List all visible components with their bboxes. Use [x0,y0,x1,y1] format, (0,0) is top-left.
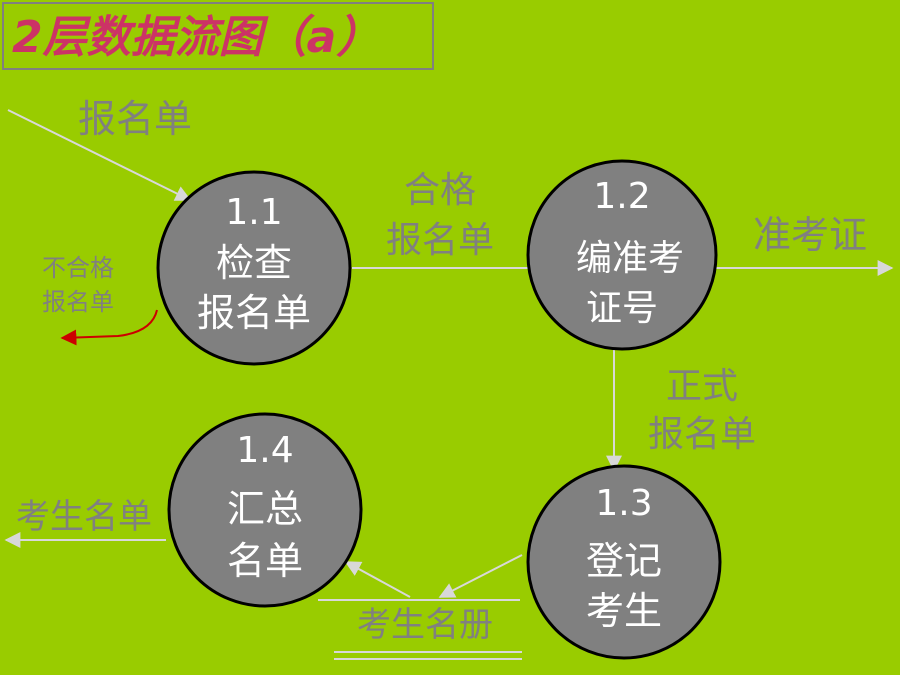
process-node-1-1: 1.1 检查 报名单 [156,170,352,366]
node-label-line: 检查 [216,241,292,285]
diagram-title: 2层数据流图（a） [12,12,381,63]
node-label-line: 考生 [586,589,662,633]
node-label-line: 证号 [586,288,658,329]
flow-reject-arrow [60,309,158,346]
node-number: 1.4 [236,430,293,471]
node-label-line: 登记 [586,539,662,583]
node-number: 1.3 [595,483,652,524]
node-label-line: 报名单 [197,291,311,335]
flow-label-ticket: 准考证 [753,213,867,257]
flow-input-line [7,109,192,201]
flow-label-input: 报名单 [78,97,192,141]
process-node-1-2: 1.2 编准考 证号 [526,159,718,351]
node-label-line: 汇总 [227,487,303,531]
node-number: 1.2 [593,176,650,217]
node-number: 1.1 [225,192,282,233]
flow-label-formal-line1: 正式 [666,366,738,407]
datastore-label: 考生名册 [357,605,493,645]
node-label-line: 名单 [227,539,303,583]
process-node-1-3: 1.3 登记 考生 [526,464,722,660]
flow-label-unqualified-line2: 报名单 [42,288,114,316]
flow-label-unqualified-line1: 不合格 [42,254,114,282]
title-box: 2层数据流图（a） [2,2,434,70]
flow-label-output-list: 考生名单 [16,497,152,537]
flow-from-store-line [344,561,411,598]
flow-to-store-line [438,554,523,598]
process-node-1-4: 1.4 汇总 名单 [167,412,363,608]
flow-label-formal-line2: 报名单 [648,414,756,455]
flow-label-qualified-line2: 报名单 [386,220,494,261]
node-label-line: 编准考 [576,238,684,279]
flow-label-qualified-line1: 合格 [404,170,476,211]
